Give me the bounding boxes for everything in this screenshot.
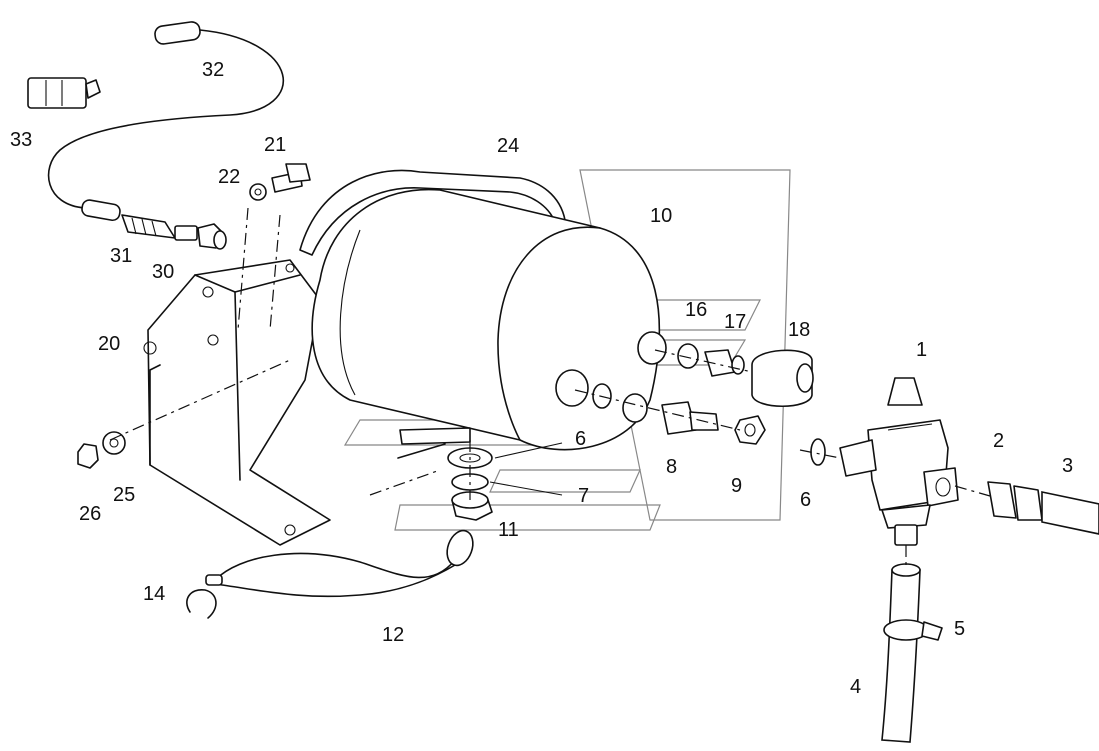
callout-30: 30	[152, 261, 174, 283]
lanyard-cable-12	[205, 529, 474, 598]
washer-25	[102, 431, 126, 455]
hose-clamp-5	[883, 619, 943, 641]
nut-9	[734, 415, 766, 445]
tank-port-lower	[555, 369, 648, 423]
callout-22: 22	[218, 166, 240, 188]
callout-31: 31	[110, 245, 132, 267]
nut-26	[77, 443, 99, 469]
adapter-fitting-17	[704, 349, 745, 377]
leader-lines	[489, 442, 563, 496]
hose-fitting-2	[987, 481, 1043, 521]
callout-11: 11	[498, 519, 519, 541]
callout-2: 2	[993, 430, 1004, 452]
callout-10: 10	[650, 205, 672, 227]
air-pipe-3	[1041, 491, 1099, 535]
drain-hose-4	[881, 563, 921, 743]
tank-port-16	[637, 331, 699, 369]
callout-33: 33	[10, 129, 32, 151]
callout-18: 18	[788, 319, 810, 341]
callout-7: 7	[578, 485, 589, 507]
assembly-lines	[109, 207, 991, 570]
callout-5: 5	[954, 618, 965, 640]
callout-14: 14	[143, 583, 165, 605]
air-tank-10	[311, 188, 661, 459]
retaining-ring-14	[186, 589, 217, 619]
pressure-switch-18	[751, 349, 814, 408]
callout-labels: 1 2 3 4 5 6 6 7 8 9 10 11 12 14 16 17 18…	[10, 59, 1073, 698]
callout-9: 9	[731, 475, 742, 497]
callout-32: 32	[202, 59, 224, 81]
cable-plug-31	[121, 214, 198, 241]
washer-22	[249, 183, 267, 201]
bolt-21	[271, 163, 311, 193]
callout-16: 16	[685, 299, 707, 321]
drain-nut-11	[451, 491, 493, 521]
callout-4: 4	[850, 676, 861, 698]
callout-24: 24	[497, 135, 519, 157]
callout-3: 3	[1062, 455, 1073, 477]
bulkhead-nut-30	[197, 223, 227, 250]
callout-26: 26	[79, 503, 101, 525]
callout-20: 20	[98, 333, 120, 355]
valve-1	[839, 377, 959, 546]
mounting-bracket-20	[143, 259, 331, 546]
callout-17: 17	[724, 311, 746, 333]
callout-8: 8	[666, 456, 677, 478]
connector-block-33	[27, 77, 101, 109]
callout-6-right: 6	[800, 489, 811, 511]
callout-1: 1	[916, 339, 927, 361]
callout-6-upper: 6	[575, 428, 586, 450]
sensor-cable-32	[47, 21, 285, 222]
callout-12: 12	[382, 624, 404, 646]
o-ring-6-right	[810, 438, 826, 466]
callout-25: 25	[113, 484, 135, 506]
callout-21: 21	[264, 134, 286, 156]
